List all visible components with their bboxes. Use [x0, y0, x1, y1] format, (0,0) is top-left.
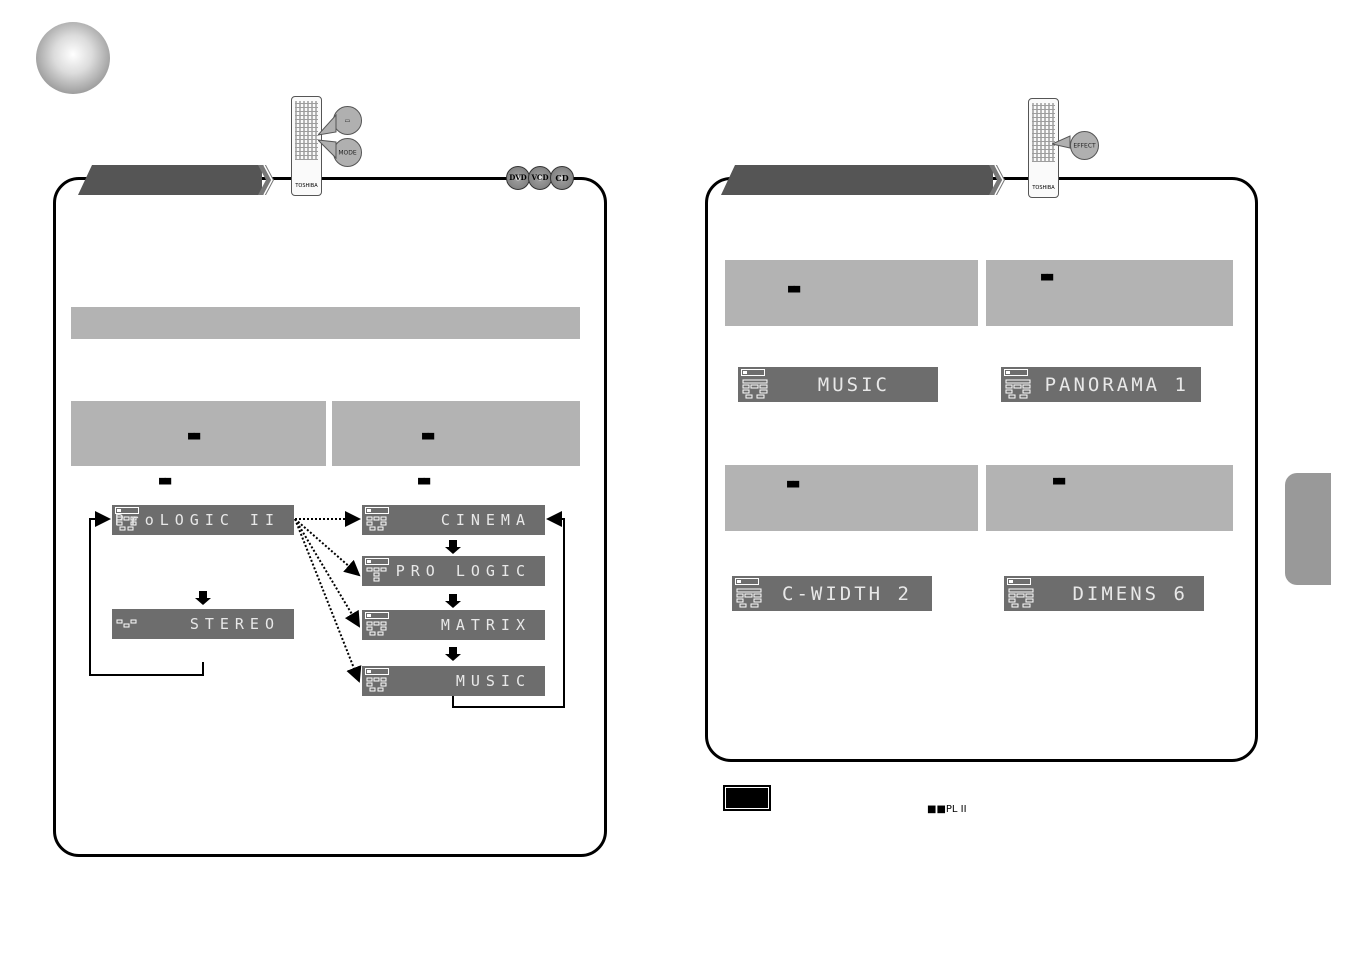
dolby-logo: ■■: [787, 477, 799, 490]
display-stereo: STEREO: [112, 609, 294, 639]
display-text: PANORAMA 1: [1044, 373, 1189, 396]
display-panorama: PANORAMA 1: [1001, 367, 1201, 402]
display-text: DIMENS 6: [1072, 582, 1188, 605]
right-panel-tab: [721, 165, 993, 195]
button-bubble-effect-icon: EFFECT: [1070, 131, 1099, 160]
display-matrix: MATRIX: [362, 610, 545, 640]
dolby-logo: ■■: [159, 474, 171, 487]
display-music: MUSIC: [362, 666, 545, 696]
display-cinema: CINEMA: [362, 505, 545, 535]
left-panel-tab: [78, 165, 262, 195]
effect-box-cwidth: [725, 465, 978, 531]
dolby-logo: ■■: [422, 429, 434, 442]
speaker-layout-icon: [1005, 379, 1031, 399]
down-arrow-icon: [445, 540, 461, 554]
down-arrow-icon: [445, 594, 461, 608]
down-arrow-icon: [195, 591, 211, 605]
effect-box-dimens: [986, 465, 1233, 531]
remote-control-right: TOSHIBA: [1028, 98, 1059, 198]
display-text: CINEMA: [440, 511, 531, 529]
speaker-layout-icon: [366, 677, 387, 692]
display-prologic2: ProLOGIC II: [112, 505, 294, 535]
speaker-layout-icon: [736, 588, 762, 608]
speaker-layout-icon: [366, 621, 387, 636]
bubble-pointer-icon: [1052, 135, 1071, 149]
sphere-icon: [36, 22, 110, 94]
speaker-layout-icon: [366, 567, 387, 582]
speaker-layout-icon: [116, 516, 137, 531]
speaker-layout-icon: [366, 516, 387, 531]
cd-disc-icon: CD: [550, 166, 574, 190]
section-side-tab: [1285, 473, 1331, 585]
effect-box-panorama: [986, 260, 1233, 326]
vcd-disc-icon: VCD: [528, 166, 552, 190]
down-arrow-icon: [445, 647, 461, 661]
effect-box-music: [725, 260, 978, 326]
mode-box-right: [332, 401, 580, 466]
note-label-box: [723, 785, 771, 811]
display-text: MUSIC: [817, 373, 890, 396]
dolby-logo: ■■: [788, 282, 800, 295]
right-tab-chevron-icon: [989, 165, 1005, 195]
dolby-logo: ■■: [1041, 270, 1053, 283]
display-text: STEREO: [189, 615, 280, 633]
dvd-disc-icon: DVD: [506, 166, 530, 190]
mode-flow-arrows: [89, 511, 565, 708]
left-section-bar: [71, 307, 580, 339]
speaker-layout-icon: [742, 379, 768, 399]
speaker-layout-icon: [116, 619, 137, 628]
display-music-effect: MUSIC: [738, 367, 938, 402]
bubble-pointer-icon: [318, 113, 337, 160]
display-text: ProLOGIC II: [114, 511, 280, 529]
remote-control-left: TOSHIBA: [291, 96, 322, 196]
note-text: ■■PL II: [927, 804, 967, 815]
dolby-logo: ■■: [1053, 474, 1065, 487]
display-text: MATRIX: [440, 616, 531, 634]
display-text: PRO LOGIC: [395, 562, 531, 580]
dolby-logo: ■■: [188, 429, 200, 442]
display-text: MUSIC: [455, 672, 531, 690]
speaker-layout-icon: [1008, 588, 1034, 608]
display-dimens: DIMENS 6: [1004, 576, 1204, 611]
left-tab-chevron-icon: [258, 165, 274, 195]
display-cwidth: C-WIDTH 2: [732, 576, 932, 611]
display-prologic: PRO LOGIC: [362, 556, 545, 586]
mode-box-left: [71, 401, 326, 466]
display-text: C-WIDTH 2: [782, 582, 912, 605]
dolby-logo: ■■: [418, 474, 430, 487]
